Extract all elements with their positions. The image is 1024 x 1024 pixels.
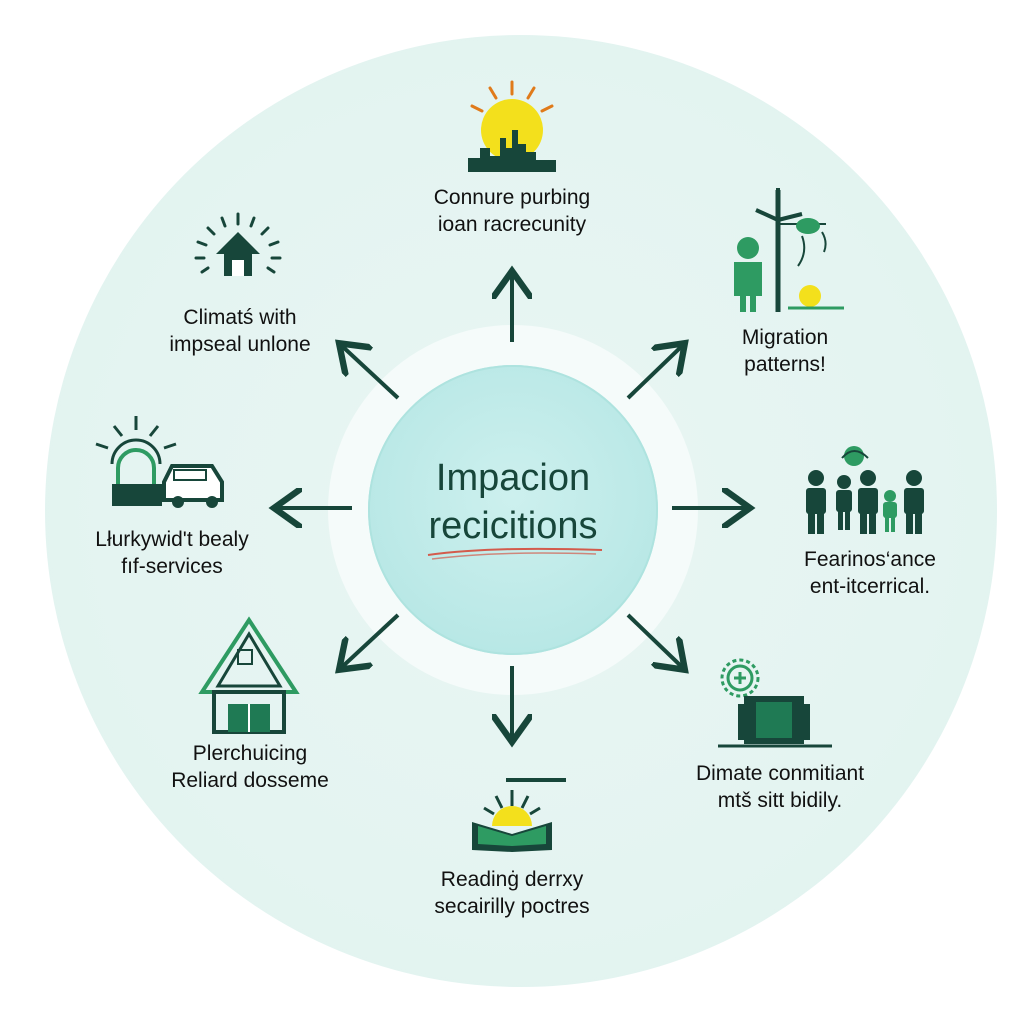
node-right-label-1: Fearinos‘ance	[804, 548, 936, 571]
node-top-label-1: Connure purbing	[433, 186, 591, 209]
wind-turbine-person-icon	[734, 188, 844, 312]
node-right-label-2: ent-itcerrical.	[809, 575, 931, 598]
arrow-bottom-left	[342, 613, 400, 667]
node-top-label-2: ioan racrecunity	[437, 213, 587, 236]
family-group-icon	[806, 446, 924, 534]
sun-car-icon	[95, 416, 224, 508]
node-left-label-1: Lłurkywid't bealy	[95, 528, 249, 551]
node-bottom-label-2: secairilly poctres	[434, 895, 590, 918]
arrow-top-right	[626, 346, 682, 400]
house-gauge-icon	[194, 212, 282, 276]
node-top-left-label-2: impseal unlone	[169, 333, 311, 356]
node-top-right-label-2: patterns!	[744, 353, 826, 376]
node-top-left-label-1: Climatś with	[183, 306, 297, 329]
node-bottom-label-1: Readinġ derrxy	[440, 868, 584, 891]
center-title-line2: recicitions	[428, 505, 598, 547]
sun-city-icon	[468, 80, 556, 172]
machine-icon	[718, 658, 832, 748]
node-bottom-left-label-1: Plerchuicing	[192, 742, 308, 765]
sunrise-book-icon	[472, 778, 566, 852]
center-title-line1: Impacion	[435, 457, 591, 499]
node-bottom-left-label-2: Reliard dosseme	[171, 769, 329, 792]
arrow-bottom-right	[626, 613, 682, 667]
node-top-right-label-1: Migration	[741, 326, 829, 349]
arrow-top-left	[342, 346, 400, 400]
a-frame-house-icon	[198, 616, 300, 734]
center-circle	[368, 365, 658, 655]
node-left-label-2: fıf-services	[121, 555, 223, 578]
node-bottom-right-label-1: Dimate conmitiant	[695, 762, 865, 785]
node-bottom-right-label-2: mtš sitt bidily.	[717, 789, 843, 812]
center-underline	[427, 547, 603, 560]
